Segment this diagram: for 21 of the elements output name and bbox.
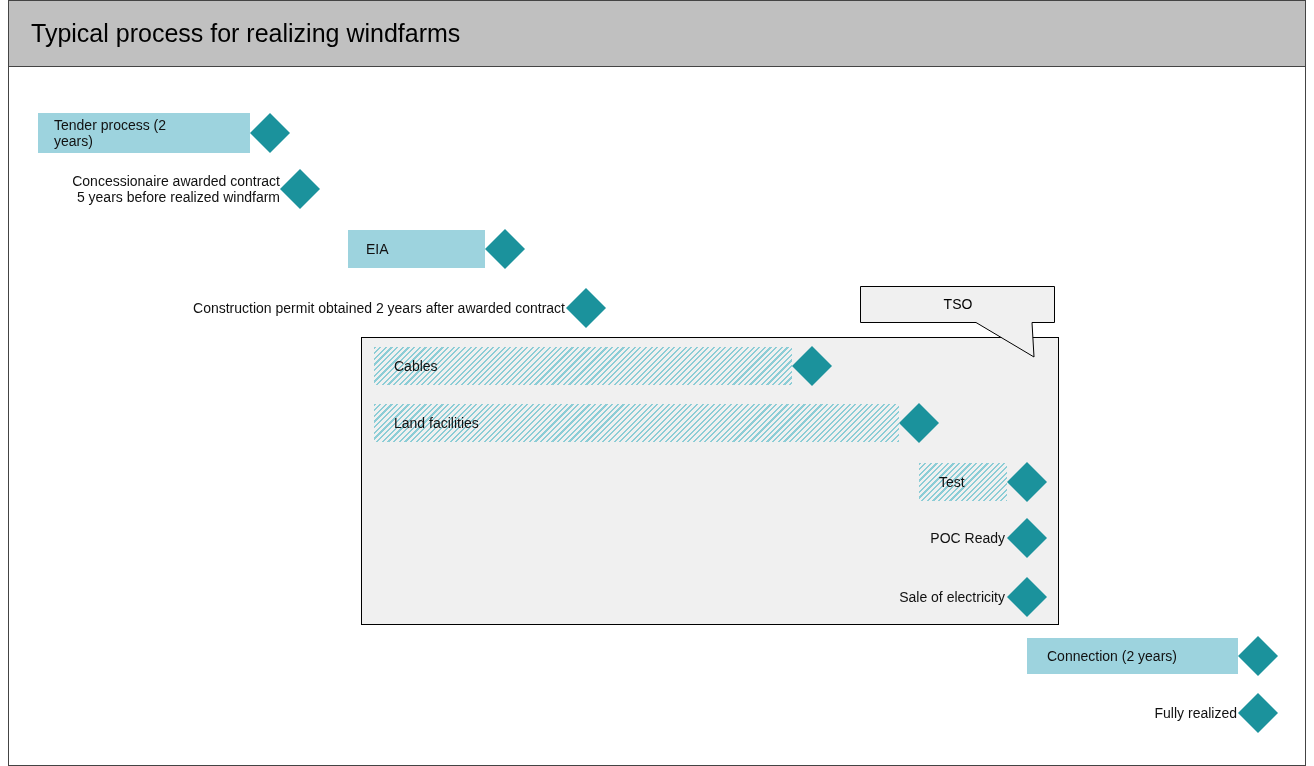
task-label: Land facilities bbox=[394, 414, 479, 432]
task-label: Connection (2 years) bbox=[1047, 647, 1177, 665]
task-label: EIA bbox=[366, 240, 389, 258]
task-bar bbox=[919, 463, 1007, 501]
task-label: POC Ready bbox=[930, 529, 1005, 547]
task-bar bbox=[1027, 638, 1238, 674]
task-label: Sale of electricity bbox=[899, 588, 1005, 606]
callout-text: TSO bbox=[943, 295, 973, 314]
task-label: Fully realized bbox=[1154, 704, 1237, 722]
task-bar bbox=[374, 347, 792, 385]
task-label: Cables bbox=[394, 357, 438, 375]
task-bar bbox=[38, 113, 250, 153]
callout-box bbox=[860, 286, 1056, 358]
task-label: Tender process (2 years) bbox=[54, 116, 168, 150]
task-bar bbox=[374, 404, 899, 442]
group-panel bbox=[361, 337, 1059, 625]
title: Typical process for realizing windfarms bbox=[31, 17, 461, 49]
task-label: Test bbox=[939, 473, 965, 491]
task-bar bbox=[348, 230, 485, 268]
task-label: Construction permit obtained 2 years after awarded contract bbox=[193, 299, 565, 317]
task-label: Concessionaire awarded contract 5 years before realized windfarm bbox=[71, 172, 280, 206]
